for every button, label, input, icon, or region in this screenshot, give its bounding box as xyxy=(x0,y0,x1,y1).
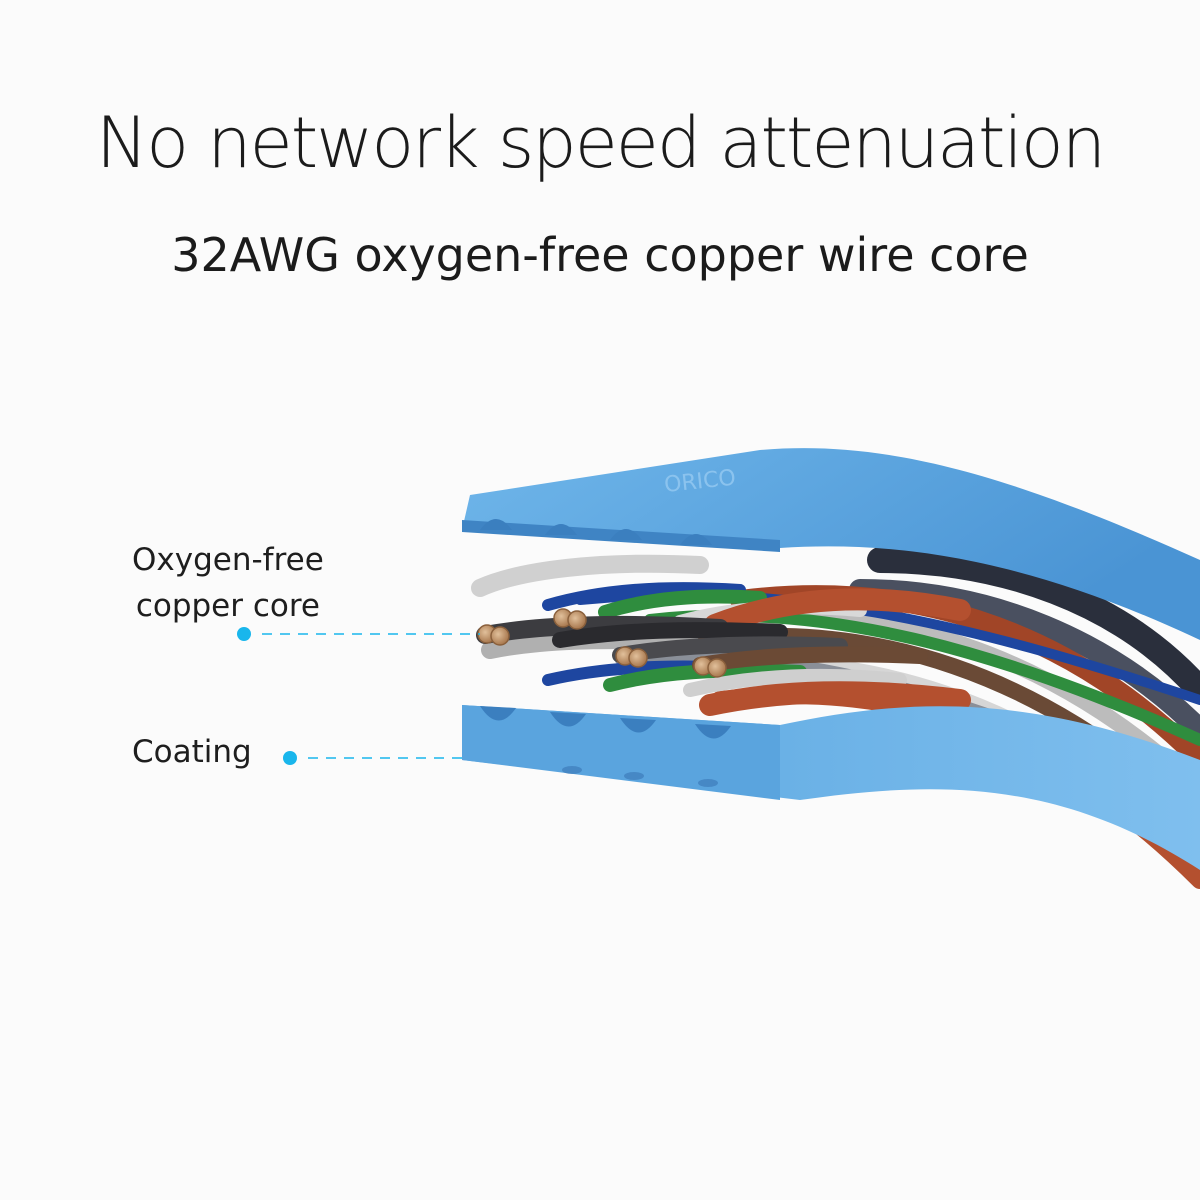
subheadline: 32AWG oxygen-free copper wire core xyxy=(171,228,1029,282)
dot-icon xyxy=(283,751,297,765)
dot-icon xyxy=(237,627,251,641)
bottom-coating xyxy=(462,705,1200,870)
callout-label-copper-core-line2: copper core xyxy=(135,588,320,624)
top-coating: ORICO xyxy=(462,448,1200,640)
callout-label-coating: Coating xyxy=(132,734,252,770)
headline: No network speed attenuation xyxy=(95,102,1106,184)
callout-coating-pointer xyxy=(283,751,470,765)
callout-core-pointer xyxy=(237,627,480,641)
copper-cores xyxy=(477,608,727,678)
callout-label-copper-core: Oxygen-free copper core xyxy=(132,537,324,629)
callout-label-copper-core-line1: Oxygen-free xyxy=(132,542,324,578)
